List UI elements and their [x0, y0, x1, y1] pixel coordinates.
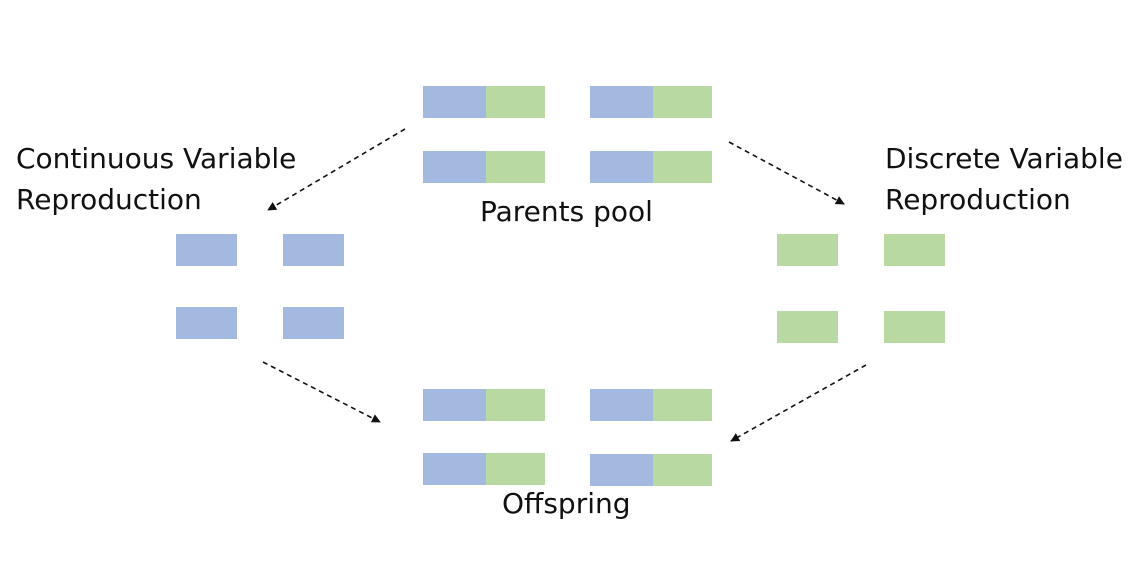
continuous-gene-block: [590, 86, 653, 118]
discrete-gene-block: [777, 234, 838, 266]
discrete-gene-block: [653, 389, 712, 421]
continuous-label-line1: Continuous Variable: [16, 142, 297, 175]
continuous-gene-block: [176, 307, 237, 339]
continuous-gene-block: [176, 234, 237, 266]
discrete-gene-block: [486, 86, 545, 118]
continuous-label-line2: Reproduction: [16, 183, 202, 216]
discrete-label-line2: Reproduction: [885, 183, 1071, 216]
continuous-gene-block: [283, 234, 344, 266]
continuous-gene-block: [283, 307, 344, 339]
arrow-discrete-to-offspring: [730, 364, 867, 442]
arrow-continuous-to-offspring: [262, 361, 381, 423]
discrete-gene-block: [486, 151, 545, 183]
continuous-gene-block: [423, 151, 486, 183]
discrete-gene-block: [486, 389, 545, 421]
continuous-gene-block: [590, 151, 653, 183]
continuous-gene-block: [590, 454, 653, 486]
offspring-label: Offspring: [502, 487, 631, 520]
discrete-gene-block: [884, 234, 945, 266]
continuous-gene-block: [423, 86, 486, 118]
parents-pool-label: Parents pool: [480, 195, 653, 228]
discrete-gene-block: [653, 86, 712, 118]
discrete-gene-block: [653, 454, 712, 486]
discrete-gene-block: [486, 453, 545, 485]
arrow-parents-to-continuous: [267, 128, 406, 211]
continuous-gene-block: [423, 453, 486, 485]
discrete-gene-block: [777, 311, 838, 343]
discrete-label-line1: Discrete Variable: [885, 142, 1123, 175]
continuous-gene-block: [423, 389, 486, 421]
discrete-gene-block: [884, 311, 945, 343]
arrow-parents-to-discrete: [728, 141, 845, 205]
discrete-gene-block: [653, 151, 712, 183]
continuous-gene-block: [590, 389, 653, 421]
